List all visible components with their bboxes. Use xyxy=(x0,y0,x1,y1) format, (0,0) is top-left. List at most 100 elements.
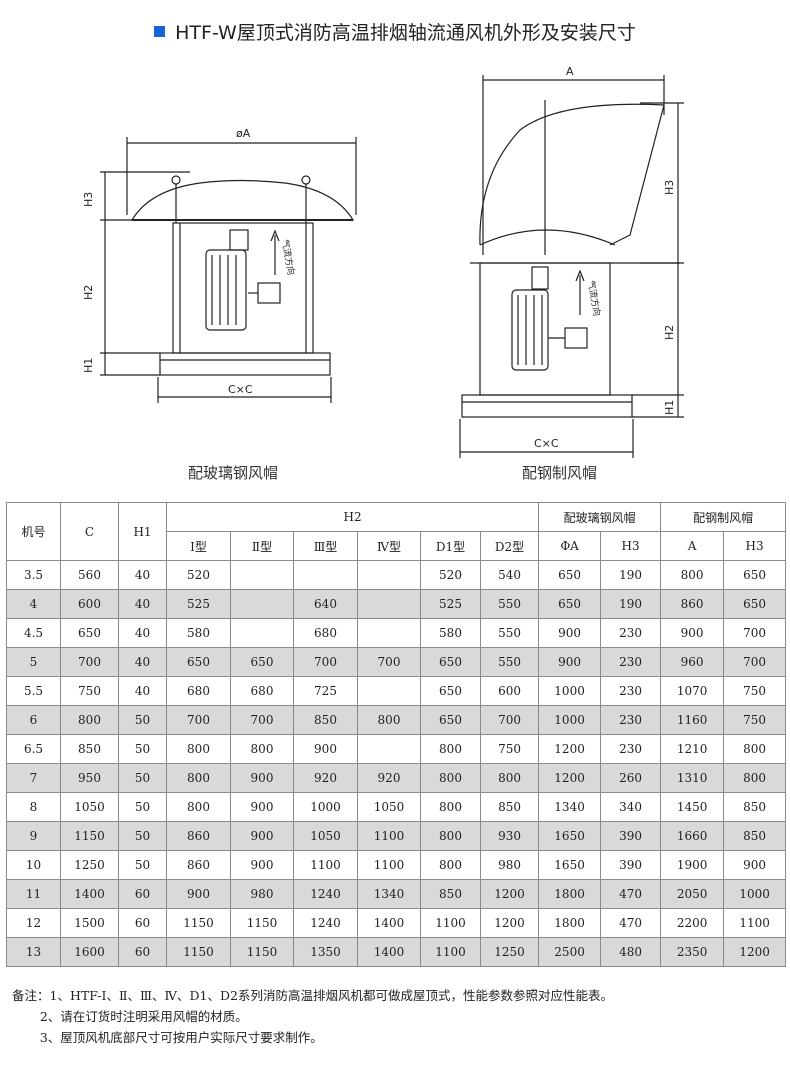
header-frp-cap-group: 配玻璃钢风帽 xyxy=(538,502,662,532)
table-cell: 50 xyxy=(118,705,167,735)
table-cell: 650 xyxy=(538,589,602,619)
header-sub-9: H3 xyxy=(723,531,787,561)
table-cell: 40 xyxy=(118,589,167,619)
table-cell: 525 xyxy=(166,589,231,619)
table-cell: 520 xyxy=(166,560,231,590)
right-drawing-caption: 配钢制风帽 xyxy=(522,464,598,482)
table-cell: 2350 xyxy=(660,937,725,967)
table-cell xyxy=(230,560,294,590)
table-cell: 650 xyxy=(420,676,481,706)
table-cell: 800 xyxy=(166,763,231,793)
table-cell: 1100 xyxy=(293,850,358,880)
installation-drawings: øA C×C H3 H2 H1 气流方向 xyxy=(82,65,684,458)
right-fan-drawing xyxy=(459,75,684,458)
table-cell: 900 xyxy=(166,879,231,909)
table-cell: 1250 xyxy=(479,937,540,967)
table-cell: 700 xyxy=(60,647,119,677)
table-cell: 800 xyxy=(420,821,481,851)
table-cell: 900 xyxy=(230,792,294,822)
header-sub-5: D2型 xyxy=(479,531,540,561)
table-cell: 900 xyxy=(723,850,787,880)
table-cell: 9 xyxy=(6,821,61,851)
table-cell: 1050 xyxy=(357,792,421,822)
table-cell: 980 xyxy=(230,879,294,909)
left-airflow-label: 气流方向 xyxy=(279,238,297,276)
left-h2-label: H2 xyxy=(82,285,95,300)
note-3: 3、屋顶风机底部尺寸可按用户实际尺寸要求制作。 xyxy=(12,1030,323,1045)
table-cell: 650 xyxy=(60,618,119,648)
table-cell: 650 xyxy=(166,647,231,677)
table-cell: 1100 xyxy=(420,937,481,967)
table-cell: 800 xyxy=(723,763,787,793)
table-cell: 1340 xyxy=(357,879,421,909)
table-cell: 850 xyxy=(723,792,787,822)
table-cell: 580 xyxy=(420,618,481,648)
table-cell: 850 xyxy=(723,821,787,851)
table-cell: 650 xyxy=(420,647,481,677)
table-cell: 650 xyxy=(230,647,294,677)
table-cell: 525 xyxy=(420,589,481,619)
table-cell: 900 xyxy=(538,647,602,677)
left-h3-label: H3 xyxy=(82,192,95,207)
table-cell: 800 xyxy=(420,850,481,880)
table-cell: 750 xyxy=(479,734,540,764)
table-cell xyxy=(357,676,421,706)
header-sub-0: Ⅰ型 xyxy=(166,531,231,561)
table-cell: 1000 xyxy=(293,792,358,822)
table-cell: 800 xyxy=(660,560,725,590)
table-cell: 750 xyxy=(723,705,787,735)
table-cell: 700 xyxy=(166,705,231,735)
table-cell: 12 xyxy=(6,908,61,938)
table-cell xyxy=(357,589,421,619)
right-drawing-labels: A C×C H3 H2 H1 气流方向 xyxy=(534,65,676,450)
table-cell: 680 xyxy=(293,618,358,648)
table-cell: 800 xyxy=(479,763,540,793)
table-cell: 1070 xyxy=(660,676,725,706)
table-cell: 850 xyxy=(293,705,358,735)
left-drawing-caption: 配玻璃钢风帽 xyxy=(188,464,279,482)
table-cell: 230 xyxy=(600,647,662,677)
table-cell: 800 xyxy=(420,792,481,822)
table-cell: 700 xyxy=(479,705,540,735)
table-cell: 50 xyxy=(118,734,167,764)
table-cell: 230 xyxy=(600,734,662,764)
table-cell: 900 xyxy=(230,850,294,880)
table-cell: 50 xyxy=(118,792,167,822)
table-cell: 1450 xyxy=(660,792,725,822)
table-cell: 900 xyxy=(230,763,294,793)
left-drawing-labels: øA C×C H3 H2 H1 气流方向 xyxy=(82,127,297,396)
table-cell: 50 xyxy=(118,821,167,851)
table-cell: 950 xyxy=(60,763,119,793)
table-cell: 11 xyxy=(6,879,61,909)
table-cell: 580 xyxy=(166,618,231,648)
table-cell xyxy=(230,618,294,648)
table-cell: 800 xyxy=(166,734,231,764)
table-cell: 800 xyxy=(420,734,481,764)
table-cell: 640 xyxy=(293,589,358,619)
table-cell: 4.5 xyxy=(6,618,61,648)
page-title: HTF-W屋顶式消防高温排烟轴流通风机外形及安装尺寸 xyxy=(0,18,790,45)
table-cell: 2200 xyxy=(660,908,725,938)
table-cell: 520 xyxy=(420,560,481,590)
right-a-label: A xyxy=(566,65,574,78)
table-cell: 700 xyxy=(230,705,294,735)
table-cell: 860 xyxy=(660,589,725,619)
header-h2-group: H2 xyxy=(165,502,540,532)
table-cell: 1340 xyxy=(538,792,602,822)
table-cell: 40 xyxy=(118,676,167,706)
table-cell: 900 xyxy=(230,821,294,851)
header-sub-2: Ⅲ型 xyxy=(293,531,358,561)
table-cell: 470 xyxy=(600,908,662,938)
table-cell: 230 xyxy=(600,618,662,648)
left-h1-label: H1 xyxy=(82,358,95,373)
table-cell: 850 xyxy=(479,792,540,822)
table-cell: 1200 xyxy=(723,937,787,967)
table-cell: 60 xyxy=(118,908,167,938)
header-sub-8: A xyxy=(660,531,725,561)
